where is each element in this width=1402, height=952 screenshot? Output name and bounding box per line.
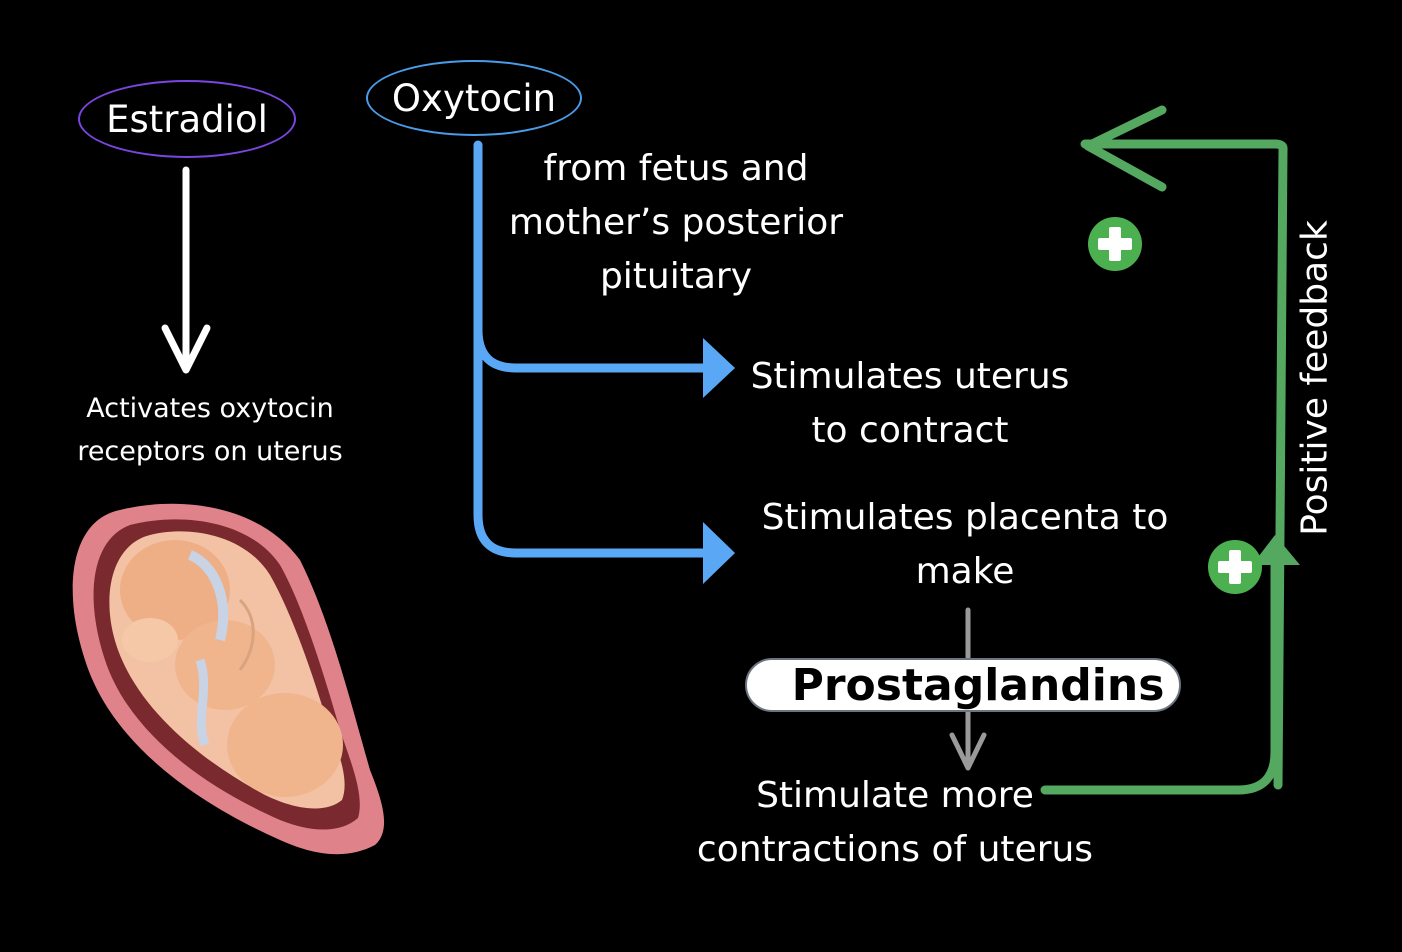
feedback-loop-arrow [1040,105,1288,795]
arrowhead-to-uterus [703,338,735,398]
estradiol-node: Estradiol [78,80,296,158]
activates-receptors-text: Activates oxytocin receptors on uterus [77,393,343,467]
plus-icon [1088,217,1142,271]
uterus-fetus-illustration [72,503,385,855]
prostaglandins-node: Prostaglandins [745,658,1181,712]
positive-feedback-label: Positive feedback [1294,219,1336,536]
estradiol-arrow [161,166,211,374]
arrowhead-to-placenta [703,522,735,584]
stimulate-more-text: Stimulate more contractions of uterus [696,775,1094,870]
feedback-arrowhead-up [1252,535,1300,565]
oxytocin-node: Oxytocin [366,60,582,136]
stimulates-placenta-text: Stimulates placenta to make [761,497,1169,592]
plus-icon [1208,540,1262,594]
oxytocin-source-text: from fetus and mother’s posterior pituit… [508,148,844,297]
oxytocin-arrows [473,140,710,558]
stimulates-uterus-text: Stimulates uterus to contract [750,356,1070,451]
